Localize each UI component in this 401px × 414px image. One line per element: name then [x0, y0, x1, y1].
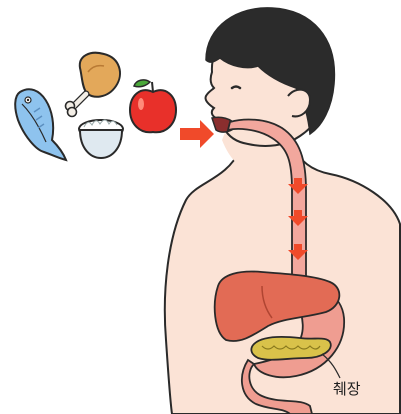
- eye: [232, 87, 240, 89]
- apple-icon: [130, 80, 176, 132]
- mouth-arrow-icon: [180, 120, 214, 148]
- pancreas-label: 췌장: [333, 378, 361, 399]
- fish-icon: [15, 89, 66, 160]
- drumstick-icon: [66, 53, 121, 117]
- rice-bowl-icon: [79, 120, 123, 158]
- food-group: [15, 53, 176, 160]
